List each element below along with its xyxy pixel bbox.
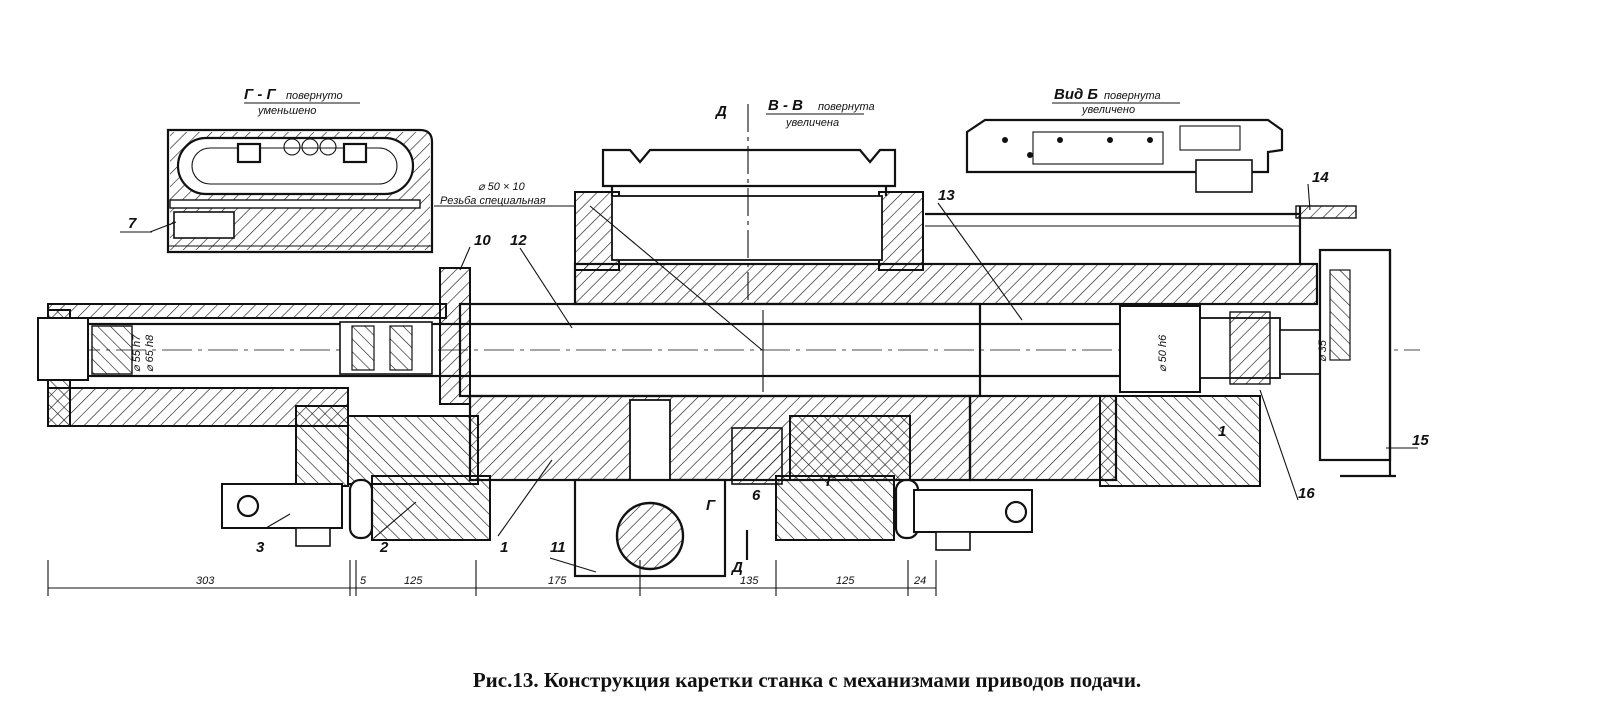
dimension-value: 135 [740,575,759,587]
leader-lines [120,183,1418,573]
section-gg-note2: уменьшено [257,105,316,117]
section-vv-note1: повернута [818,101,875,113]
section-gg-title: Г - Г [244,86,277,103]
dimension-value: 175 [548,575,567,587]
section-vv-view [601,148,897,196]
part-label-13: 13 [938,187,955,204]
part-label-11: 11 [550,539,566,556]
dimension-value: 5 [360,575,367,587]
diameter-labels: ⌀ 55 h7 ⌀ 65 h8 ⌀ 50 h6 ⌀ 35 [131,334,1329,372]
thread-note: Резьба специальная [440,195,546,207]
view-titles: Г - Г повернуто уменьшено В - В повернут… [244,86,1180,576]
section-marker-g-right: Г [826,473,836,490]
part-label-1b: 1 [1218,423,1226,440]
diameter-d2: ⌀ 65 h8 [144,334,156,372]
view-b [965,118,1284,193]
part-label-10: 10 [474,232,491,249]
part-label-7: 7 [128,215,137,232]
section-vv-note2: увеличена [785,117,839,129]
dimension-values: 303 5 125 175 135 125 24 [196,575,926,587]
part-label-2: 2 [379,539,389,556]
part-label-12: 12 [510,232,527,249]
dimension-value: 125 [404,575,423,587]
view-b-title: Вид Б [1054,86,1098,103]
part-number-labels: 7 10 12 13 14 15 16 1 3 2 1 11 6 [128,169,1429,556]
bolt-circles [283,138,337,156]
section-gg-note1: повернуто [286,90,343,102]
thread-size: ⌀ 50 × 10 [478,181,526,193]
section-vv-title: В - В [768,97,803,114]
view-b-note1: повернута [1104,90,1161,102]
part-label-16: 16 [1298,485,1315,502]
main-assembly [37,104,1420,578]
dimension-value: 125 [836,575,855,587]
section-marker-d-top: Д [714,103,727,120]
diameter-d4: ⌀ 35 [1317,339,1329,362]
part-label-6: 6 [752,487,761,504]
view-b-note2: увеличено [1081,104,1135,116]
section-gg-view [166,128,434,254]
part-label-3: 3 [256,539,265,556]
diameter-d3: ⌀ 50 h6 [1157,334,1169,372]
dimension-value: 303 [196,575,215,587]
part-label-1: 1 [500,539,508,556]
part-label-14: 14 [1312,169,1329,186]
dimension-value: 24 [913,575,926,587]
figure-caption: Рис.13. Конструкция каретки станка с мех… [472,668,1142,692]
dimension-chain [47,560,937,596]
section-marker-g-left: Г [706,497,716,514]
diameter-d1: ⌀ 55 h7 [131,334,143,372]
part-label-15: 15 [1412,432,1429,449]
section-marker-d-bottom: Д [730,559,743,576]
